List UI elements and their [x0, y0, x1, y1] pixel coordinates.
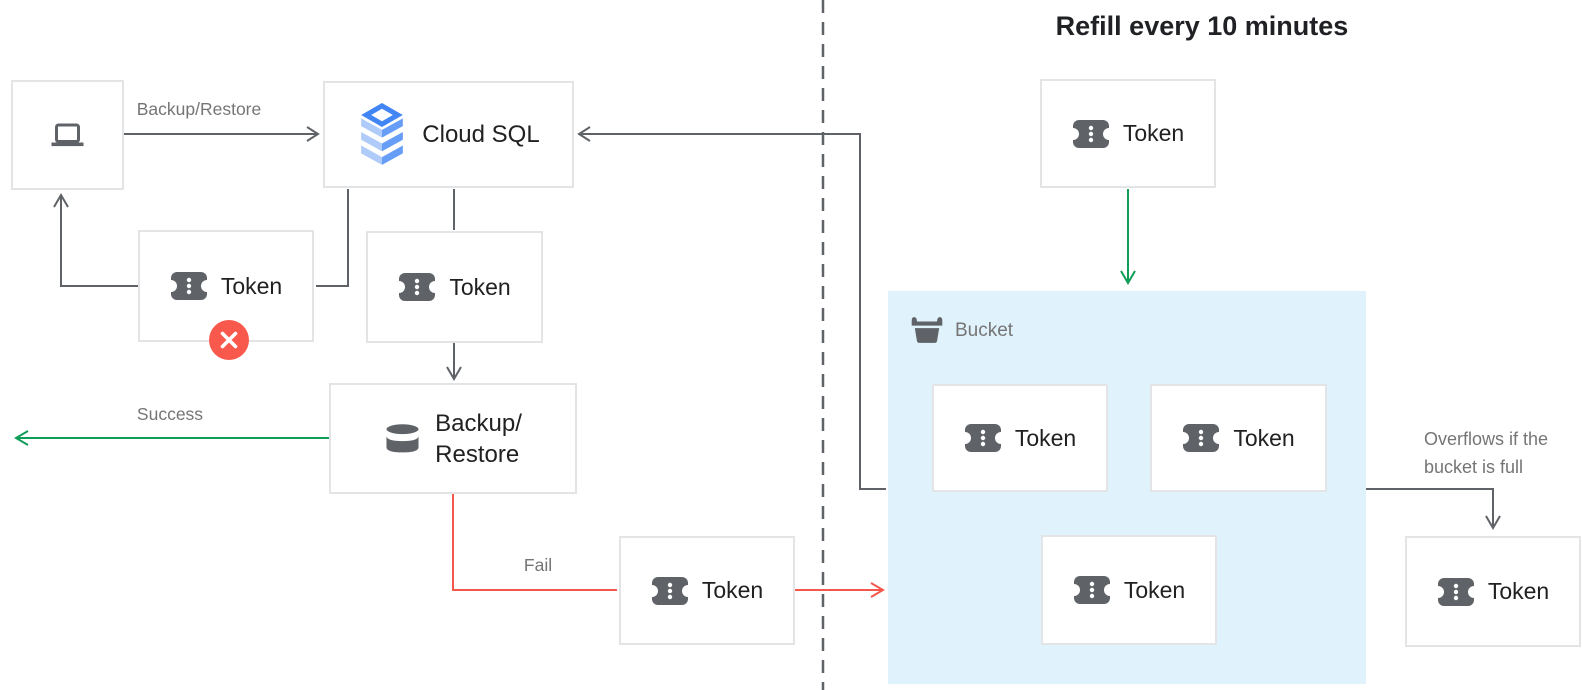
token-node-bucket-3: Token [1041, 535, 1217, 645]
token-node-bucket-2: Token [1150, 384, 1327, 492]
token-icon [650, 576, 689, 606]
edge-label-overflow-line2: bucket is full [1424, 457, 1524, 477]
bucket-label: Bucket [910, 313, 1013, 348]
diagram-title: Refill every 10 minutes [1055, 11, 1349, 41]
token-node-consumed: Token [366, 231, 543, 343]
token-node-bucket-1: Token [932, 384, 1108, 492]
edge-label-overflow: Overflows if the bucket is full [1424, 425, 1548, 481]
token-icon [398, 272, 437, 302]
cloud-sql-label: Cloud SQL [422, 120, 540, 148]
edge-bucket-to-cloudsql-arrow [577, 126, 886, 490]
edge-label-backup-restore: Backup/Restore [136, 99, 262, 119]
token-icon [1071, 119, 1110, 149]
token-label: Token [1123, 576, 1186, 603]
database-icon [384, 424, 421, 453]
backup-restore-label-line1: Backup/ [435, 409, 522, 437]
edge-refill-arrow [1120, 189, 1136, 285]
token-icon [1072, 575, 1111, 605]
token-icon [963, 423, 1002, 453]
edge-label-success: Success [136, 404, 204, 424]
backup-restore-label: Backup/ Restore [435, 408, 522, 470]
backup-restore-label-line2: Restore [435, 440, 520, 468]
edge-client-to-cloudsql-arrow [124, 126, 320, 142]
backup-restore-node: Backup/ Restore [329, 383, 577, 494]
token-label: Token [1014, 424, 1077, 451]
token-node-fail: Token [619, 536, 795, 645]
connector-cloudsql-to-rejected-token [316, 189, 349, 287]
token-icon [169, 271, 208, 301]
token-label: Token [220, 272, 283, 299]
edge-token-to-client-arrow [53, 193, 138, 287]
token-icon [1436, 577, 1475, 607]
token-label: Token [701, 577, 764, 603]
edge-success-arrow [14, 430, 329, 446]
token-label: Token [449, 273, 511, 300]
cloud-sql-node: Cloud SQL [323, 81, 574, 188]
edge-overflow-arrow [1366, 488, 1501, 530]
token-label: Token [1487, 578, 1550, 604]
token-icon [1182, 423, 1221, 453]
bucket-icon [910, 313, 944, 348]
token-label: Token [1122, 120, 1185, 146]
token-node-rejected: Token [138, 230, 314, 360]
token-node-refill: Token [1040, 79, 1216, 188]
bucket-label-text: Bucket [955, 319, 1014, 341]
token-node-overflow: Token [1405, 536, 1581, 647]
cloud-sql-icon [357, 102, 407, 167]
edge-label-fail: Fail [523, 555, 553, 575]
x-circle-icon [209, 320, 249, 360]
laptop-icon [49, 122, 86, 149]
token-label: Token [1233, 424, 1295, 451]
edge-token-to-backup-arrow [446, 343, 462, 381]
edge-label-overflow-line1: Overflows if the [1424, 429, 1549, 449]
client-node [11, 80, 124, 190]
